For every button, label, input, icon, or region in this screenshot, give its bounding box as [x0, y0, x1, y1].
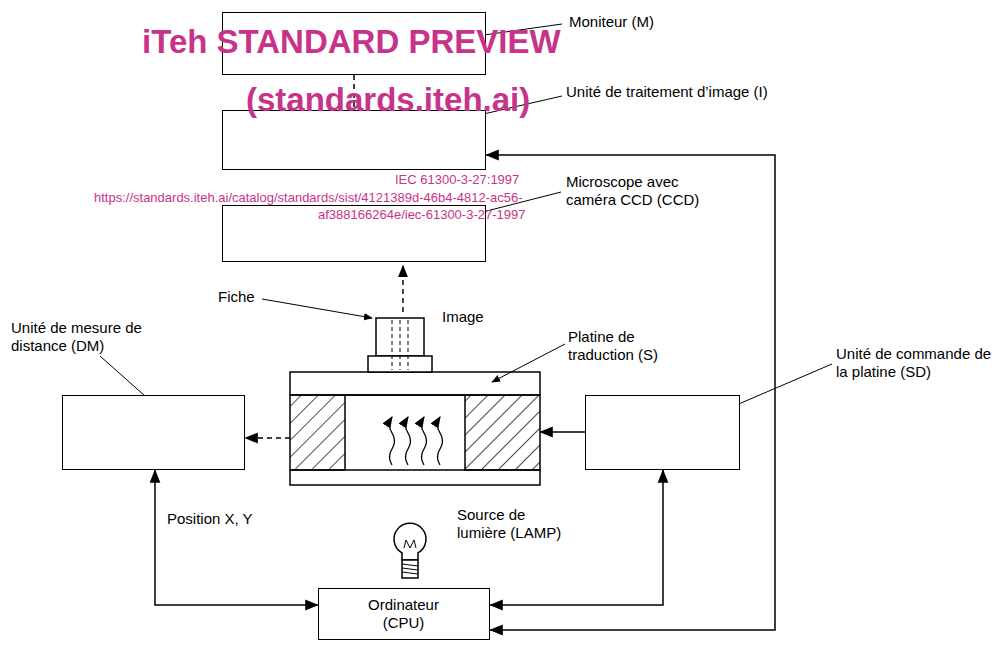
callout-label: Microscope avec caméra CCD (CCD) — [566, 173, 731, 209]
part-label: Source de lumière (LAMP) — [457, 506, 567, 542]
connector — [245, 437, 290, 439]
watermark: IEC 61300-3-27:1997 — [395, 172, 519, 188]
callout-label: Unité de mesure de distance (DM) — [11, 319, 161, 355]
connector — [540, 431, 585, 433]
image-path — [402, 266, 403, 312]
lamp-symbol — [394, 523, 426, 578]
watermark: af388166264e/iec-61300-3-27-1997 — [318, 207, 525, 223]
connector — [486, 155, 775, 630]
callout-label: Platine de traduction (S) — [568, 328, 683, 364]
watermark: https://standards.iteh.ai/catalog/standa… — [94, 190, 523, 206]
image-processing-box: Unité de traitement d’image (I) — [222, 110, 486, 170]
image-label: Image — [442, 308, 484, 326]
computer-box: Ordinateur (CPU) — [318, 588, 490, 640]
callout-label: Moniteur (M) — [569, 13, 829, 31]
distance-measure-box: Unité de mesure de distance (DM) — [62, 395, 245, 470]
node-text: Ordinateur (CPU) — [356, 596, 451, 632]
callout-label: Unité de traitement d’image (I) — [566, 83, 866, 101]
part-label: Fiche — [218, 288, 255, 306]
watermark: (standards.iteh.ai) — [246, 80, 530, 120]
light-waves — [390, 417, 443, 465]
stage-drawing — [290, 372, 540, 485]
edge-label: Position X, Y — [165, 510, 255, 527]
watermark: iTeh STANDARD PREVIEW — [142, 22, 561, 62]
translation-stage: Platine de traduction (S) — [290, 372, 540, 485]
stage-driver-box: Unité de commande de la platine (SD) — [585, 395, 740, 470]
callout-label: Unité de commande de la platine (SD) — [836, 345, 1001, 381]
connector — [155, 470, 318, 605]
fibre-plug — [368, 318, 432, 372]
